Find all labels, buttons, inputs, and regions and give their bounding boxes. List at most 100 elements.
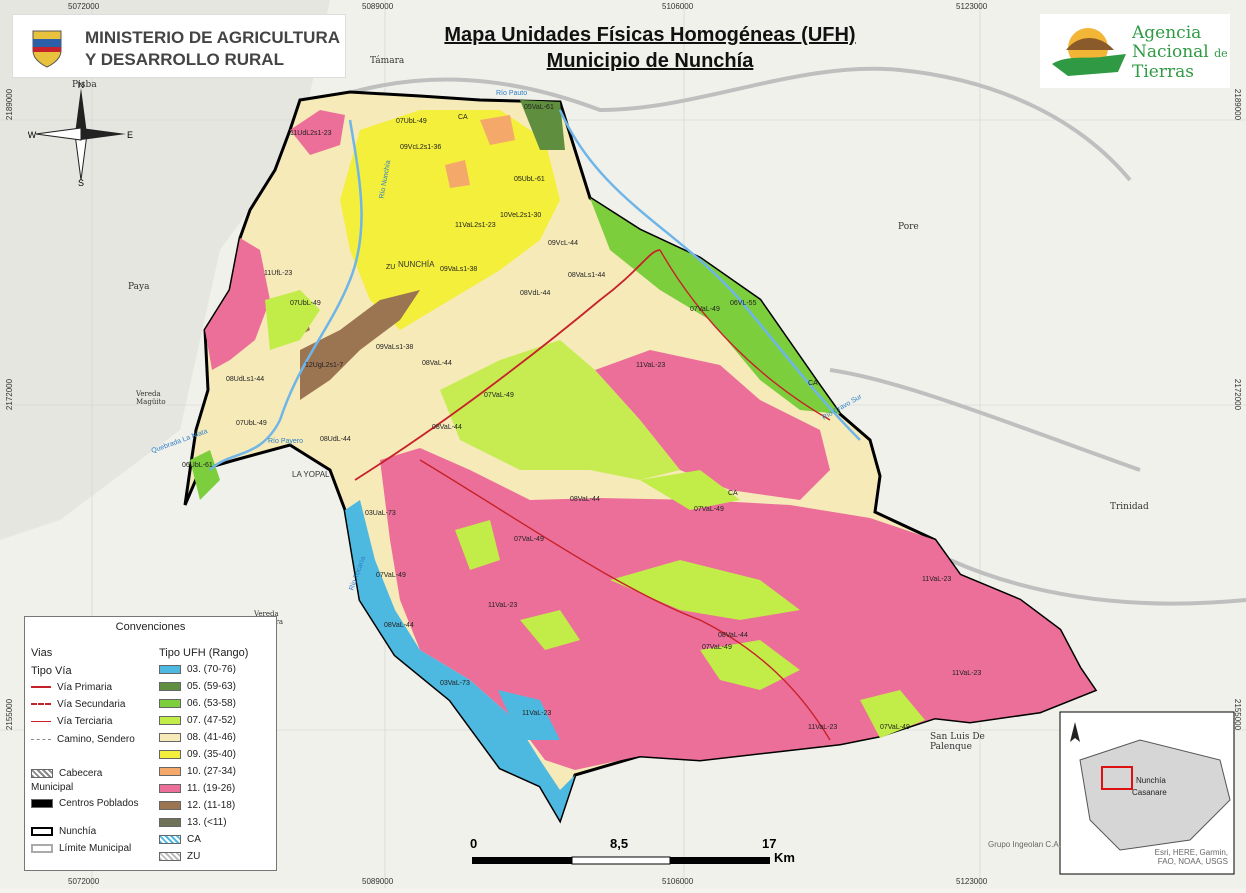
ufh-label: 08VaL-44 (422, 360, 452, 367)
place-pisba: Pisba (72, 80, 97, 90)
coord-bottom-1: 5072000 (68, 877, 100, 886)
river-pauto (558, 109, 861, 441)
ufh-10-b[interactable] (480, 115, 515, 145)
place-trinidad: Trinidad (1110, 502, 1149, 512)
coord-right-3: 2155000 (1233, 698, 1243, 731)
legend-ufh-item: 12. (11-18) (159, 799, 235, 813)
coord-top-4: 5123000 (956, 2, 988, 11)
credit-ingeolan: Grupo Ingeolan C.A. (988, 840, 1061, 849)
coord-bottom-3: 5106000 (662, 877, 694, 886)
ufh-07-middle[interactable] (440, 340, 680, 480)
legend-nunchia-swatch (31, 826, 53, 836)
north-arrow-icon: N S W E (28, 80, 133, 188)
legend-terciaria-label: Vía Terciaria (57, 716, 113, 727)
road-primary-1 (354, 249, 661, 481)
legend-secundaria-swatch (31, 703, 51, 706)
ufh-12-band[interactable] (300, 290, 420, 400)
ufh-05[interactable] (520, 100, 565, 150)
agency-line1: Agencia (1132, 23, 1202, 43)
ufh-10[interactable] (445, 160, 470, 188)
legend-limite-label: Límite Municipal (59, 843, 132, 854)
legend-item-centros: Centros Poblados (31, 797, 143, 811)
ufh-label: 08VaL-44 (718, 632, 748, 639)
ministry-name: MINISTERIO DE AGRICULTURA Y DESARROLLO R… (85, 27, 340, 71)
legend-ufh-item: CA (159, 833, 201, 847)
ufh-label: 08VaL-44 (570, 496, 600, 503)
legend-item-secundaria: Vía Secundaria (31, 698, 125, 712)
legend-ufh-item: 03. (70-76) (159, 663, 236, 677)
ufh-03-bend[interactable] (498, 690, 560, 740)
ufh-label: 07VaL-49 (694, 506, 724, 513)
coord-top-2: 5089000 (362, 2, 394, 11)
road-primary-2 (659, 249, 831, 421)
legend-ufh-item: 10. (27-34) (159, 765, 236, 779)
scale-label-mid: 8,5 (610, 836, 629, 851)
legend-ufh-swatch (159, 851, 181, 861)
ufh-label: 09VaLs1-38 (440, 266, 478, 273)
ufh-11-northwest[interactable] (290, 110, 345, 155)
coord-top-3: 5106000 (662, 2, 694, 11)
ufh-label: 08UdLs1-44 (226, 376, 265, 383)
legend-terciaria-swatch (31, 720, 51, 722)
admin-boundary-gray (299, 66, 1246, 606)
ufh-label: 07VaL-49 (690, 306, 720, 313)
ufh-label: 11VaL-23 (488, 602, 518, 609)
legend-cabecera-swatch (31, 768, 53, 778)
ufh-label: 06UbL-61 (182, 462, 213, 469)
coord-left-1: 2189000 (5, 88, 15, 121)
credit-esri: Esri, HERE, Garmin, FAO, NOAA, USGS (1154, 848, 1228, 866)
ufh-11-west[interactable] (205, 238, 270, 370)
ufh-label: 07UbL-49 (396, 118, 427, 125)
ufh-label: 08VdL-44 (520, 290, 551, 297)
inset-north-arrow (1070, 722, 1080, 742)
compass-w: W (28, 130, 37, 140)
ufh-11-central[interactable] (595, 350, 830, 500)
ufh-label: CA (458, 114, 468, 121)
ufh-label: 10VeL2s1-30 (500, 212, 542, 219)
ufh-label: 11UdL2s1-23 (290, 130, 332, 137)
legend-item-limite: Límite Municipal (31, 842, 131, 856)
legend-primaria-label: Vía Primaria (57, 682, 113, 693)
legend-item-cabecera: Cabecera Municipal (31, 767, 143, 793)
ufh-06-east[interactable] (590, 198, 840, 414)
legend-ufh-label: 11. (19-26) (187, 783, 236, 794)
legend-ufh-label: 12. (11-18) (187, 800, 236, 811)
ufh-06-southwest[interactable] (190, 450, 220, 500)
agency-word-de: de (1214, 47, 1228, 60)
ufh-09-north[interactable] (340, 110, 560, 330)
legend-ufh-item: 06. (53-58) (159, 697, 236, 711)
legend-ufh-title: Tipo UFH (Rango) (159, 647, 249, 659)
legend-ufh-list: 03. (70-76)05. (59-63)06. (53-58)07. (47… (159, 663, 277, 868)
ministry-line2: Y DESARROLLO RURAL (85, 50, 284, 69)
ufh-label: 07VaL-49 (514, 536, 544, 543)
legend-ufh-item: 05. (59-63) (159, 680, 236, 694)
place-paya: Paya (128, 282, 150, 292)
ufh-03-south[interactable] (345, 500, 575, 820)
ufh-07-patches[interactable] (455, 470, 925, 738)
ufh-label: 03VaL-73 (440, 680, 470, 687)
legend-cabecera-label: Cabecera Municipal (31, 768, 103, 793)
legend-ufh-label: 09. (35-40) (187, 749, 236, 760)
legend-ufh-item: 13. (<11) (159, 816, 227, 830)
legend-ufh-swatch (159, 681, 181, 691)
ufh-07-west[interactable] (265, 290, 320, 350)
legend-title: Convenciones (115, 621, 186, 633)
ufh-label: 07VaL-49 (702, 644, 732, 651)
agency-name: Agencia Nacional de Tierras (1132, 24, 1228, 82)
legend-ufh-item: 09. (35-40) (159, 748, 236, 762)
legend-ufh-swatch (159, 698, 181, 708)
ufh-label: 11VaL-23 (952, 670, 982, 677)
legend-ufh-label: 13. (<11) (187, 817, 227, 828)
legend-tipo-via-title: Tipo Vía (31, 665, 72, 677)
legend-ufh-swatch (159, 800, 181, 810)
ufh-label: CA (808, 380, 818, 387)
legend-ufh-item: 11. (19-26) (159, 782, 235, 796)
ufh-label: 08VaL-44 (384, 622, 414, 629)
ufh-label: CA (728, 490, 738, 497)
agency-word-nacional: Nacional (1132, 42, 1209, 62)
legend-ufh-item: 08. (41-46) (159, 731, 236, 745)
ufh-label: 12UgL2s1-7 (305, 362, 344, 369)
map-title: Mapa Unidades Físicas Homogéneas (UFH) M… (360, 22, 940, 74)
agency-logo: Agencia Nacional de Tierras (1040, 14, 1230, 88)
ufh-label: 11VaL-23 (636, 362, 666, 369)
